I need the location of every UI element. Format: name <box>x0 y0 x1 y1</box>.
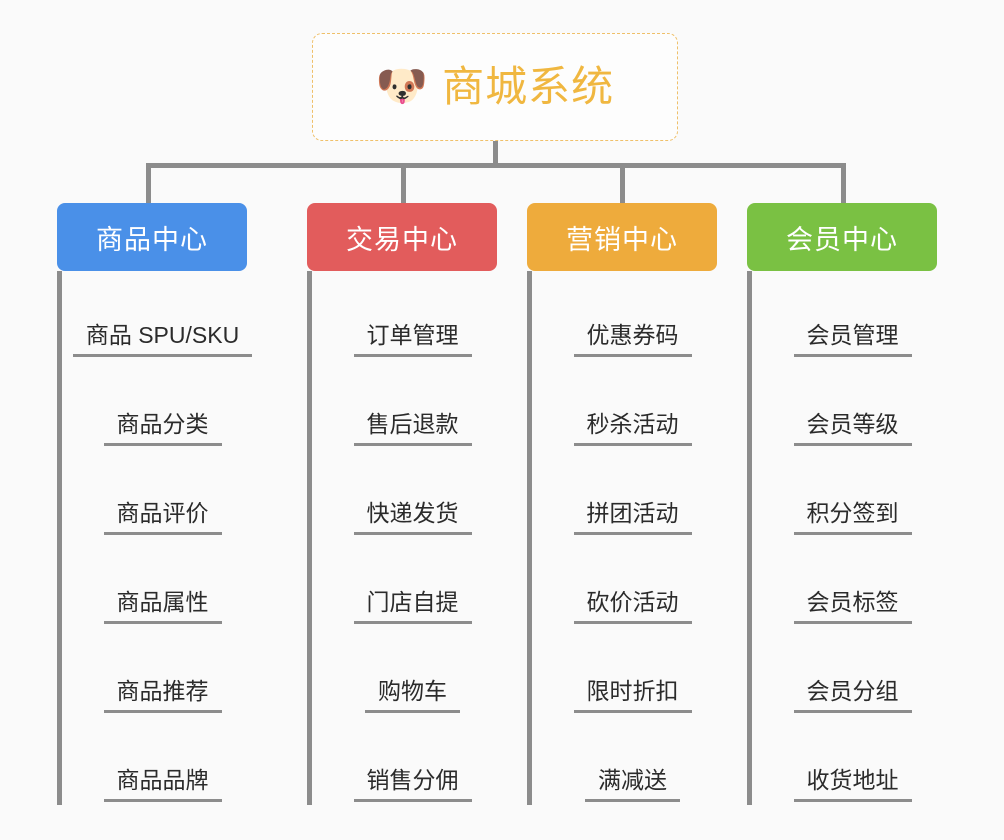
root-node-title: 商城系统 <box>442 63 615 110</box>
branch-column-product-center: 商品中心 商品 SPU/SKU 商品分类 商品评价 商品属性 商品推荐 商品品牌 <box>57 203 253 805</box>
list-item[interactable]: 会员分组 <box>768 627 937 716</box>
leaf-label: 收货地址 <box>793 767 912 802</box>
list-item[interactable]: 积分签到 <box>768 449 937 538</box>
leaf-label: 会员管理 <box>793 322 912 357</box>
leaf-label: 砍价活动 <box>573 589 692 624</box>
leaf-label: 商品属性 <box>103 589 222 624</box>
leaf-label: 商品推荐 <box>103 678 222 713</box>
leaf-label: 商品品牌 <box>103 767 222 802</box>
branch-column-trade-center: 交易中心 订单管理 售后退款 快递发货 门店自提 购物车 销售分佣 <box>307 203 497 805</box>
leaf-label: 限时折扣 <box>573 678 692 713</box>
category-header-member-center[interactable]: 会员中心 <box>747 203 937 271</box>
leaf-label: 快递发货 <box>353 500 472 535</box>
list-item[interactable]: 购物车 <box>328 627 497 716</box>
list-item[interactable]: 门店自提 <box>328 538 497 627</box>
list-item[interactable]: 会员标签 <box>768 538 937 627</box>
list-item[interactable]: 售后退款 <box>328 360 497 449</box>
branch-column-marketing-center: 营销中心 优惠券码 秒杀活动 拼团活动 砍价活动 限时折扣 满减送 <box>527 203 717 805</box>
list-item[interactable]: 订单管理 <box>328 271 497 360</box>
leaf-label: 优惠券码 <box>573 322 692 357</box>
leaf-label: 售后退款 <box>353 411 472 446</box>
connector-branch-2 <box>401 163 406 205</box>
connector-branch-4 <box>841 163 846 205</box>
category-header-label: 交易中心 <box>346 224 458 255</box>
leaf-label: 会员等级 <box>793 411 912 446</box>
list-item[interactable]: 秒杀活动 <box>548 360 717 449</box>
list-item[interactable]: 商品分类 <box>78 360 247 449</box>
leaf-list-product-center: 商品 SPU/SKU 商品分类 商品评价 商品属性 商品推荐 商品品牌 <box>57 271 253 805</box>
list-item[interactable]: 商品品牌 <box>78 716 247 805</box>
list-item[interactable]: 优惠券码 <box>548 271 717 360</box>
leaf-label: 销售分佣 <box>353 767 472 802</box>
shiba-dog-face-icon: 🐶 <box>375 62 429 109</box>
root-node[interactable]: 🐶 商城系统 <box>312 33 678 141</box>
list-item[interactable]: 商品推荐 <box>78 627 247 716</box>
branch-column-member-center: 会员中心 会员管理 会员等级 积分签到 会员标签 会员分组 收货地址 <box>747 203 937 805</box>
leaf-label: 订单管理 <box>353 322 472 357</box>
leaf-list-marketing-center: 优惠券码 秒杀活动 拼团活动 砍价活动 限时折扣 满减送 <box>527 271 717 805</box>
connector-root-stem <box>493 141 498 165</box>
list-item[interactable]: 拼团活动 <box>548 449 717 538</box>
leaf-label: 商品分类 <box>103 411 222 446</box>
connector-branch-1 <box>146 163 151 205</box>
list-item[interactable]: 收货地址 <box>768 716 937 805</box>
list-item[interactable]: 限时折扣 <box>548 627 717 716</box>
leaf-list-member-center: 会员管理 会员等级 积分签到 会员标签 会员分组 收货地址 <box>747 271 937 805</box>
list-item[interactable]: 会员管理 <box>768 271 937 360</box>
list-item[interactable]: 快递发货 <box>328 449 497 538</box>
category-header-label: 会员中心 <box>786 224 898 255</box>
list-item[interactable]: 砍价活动 <box>548 538 717 627</box>
leaf-label: 积分签到 <box>793 500 912 535</box>
category-header-marketing-center[interactable]: 营销中心 <box>527 203 717 271</box>
list-item[interactable]: 会员等级 <box>768 360 937 449</box>
leaf-label: 会员分组 <box>793 678 912 713</box>
category-header-trade-center[interactable]: 交易中心 <box>307 203 497 271</box>
leaf-label: 会员标签 <box>793 589 912 624</box>
leaf-label: 商品评价 <box>103 500 222 535</box>
connector-branch-3 <box>620 163 625 205</box>
connector-horizontal-bus <box>146 163 846 168</box>
leaf-label: 秒杀活动 <box>573 411 692 446</box>
leaf-label: 商品 SPU/SKU <box>72 322 253 357</box>
leaf-label: 拼团活动 <box>573 500 692 535</box>
list-item[interactable]: 销售分佣 <box>328 716 497 805</box>
category-header-product-center[interactable]: 商品中心 <box>57 203 247 271</box>
list-item[interactable]: 商品评价 <box>78 449 247 538</box>
category-header-label: 营销中心 <box>566 224 678 255</box>
leaf-label: 购物车 <box>365 678 460 713</box>
leaf-label: 满减送 <box>585 767 680 802</box>
list-item[interactable]: 商品 SPU/SKU <box>72 271 253 360</box>
category-header-label: 商品中心 <box>96 224 208 255</box>
list-item[interactable]: 商品属性 <box>78 538 247 627</box>
list-item[interactable]: 满减送 <box>548 716 717 805</box>
leaf-list-trade-center: 订单管理 售后退款 快递发货 门店自提 购物车 销售分佣 <box>307 271 497 805</box>
leaf-label: 门店自提 <box>353 589 472 624</box>
